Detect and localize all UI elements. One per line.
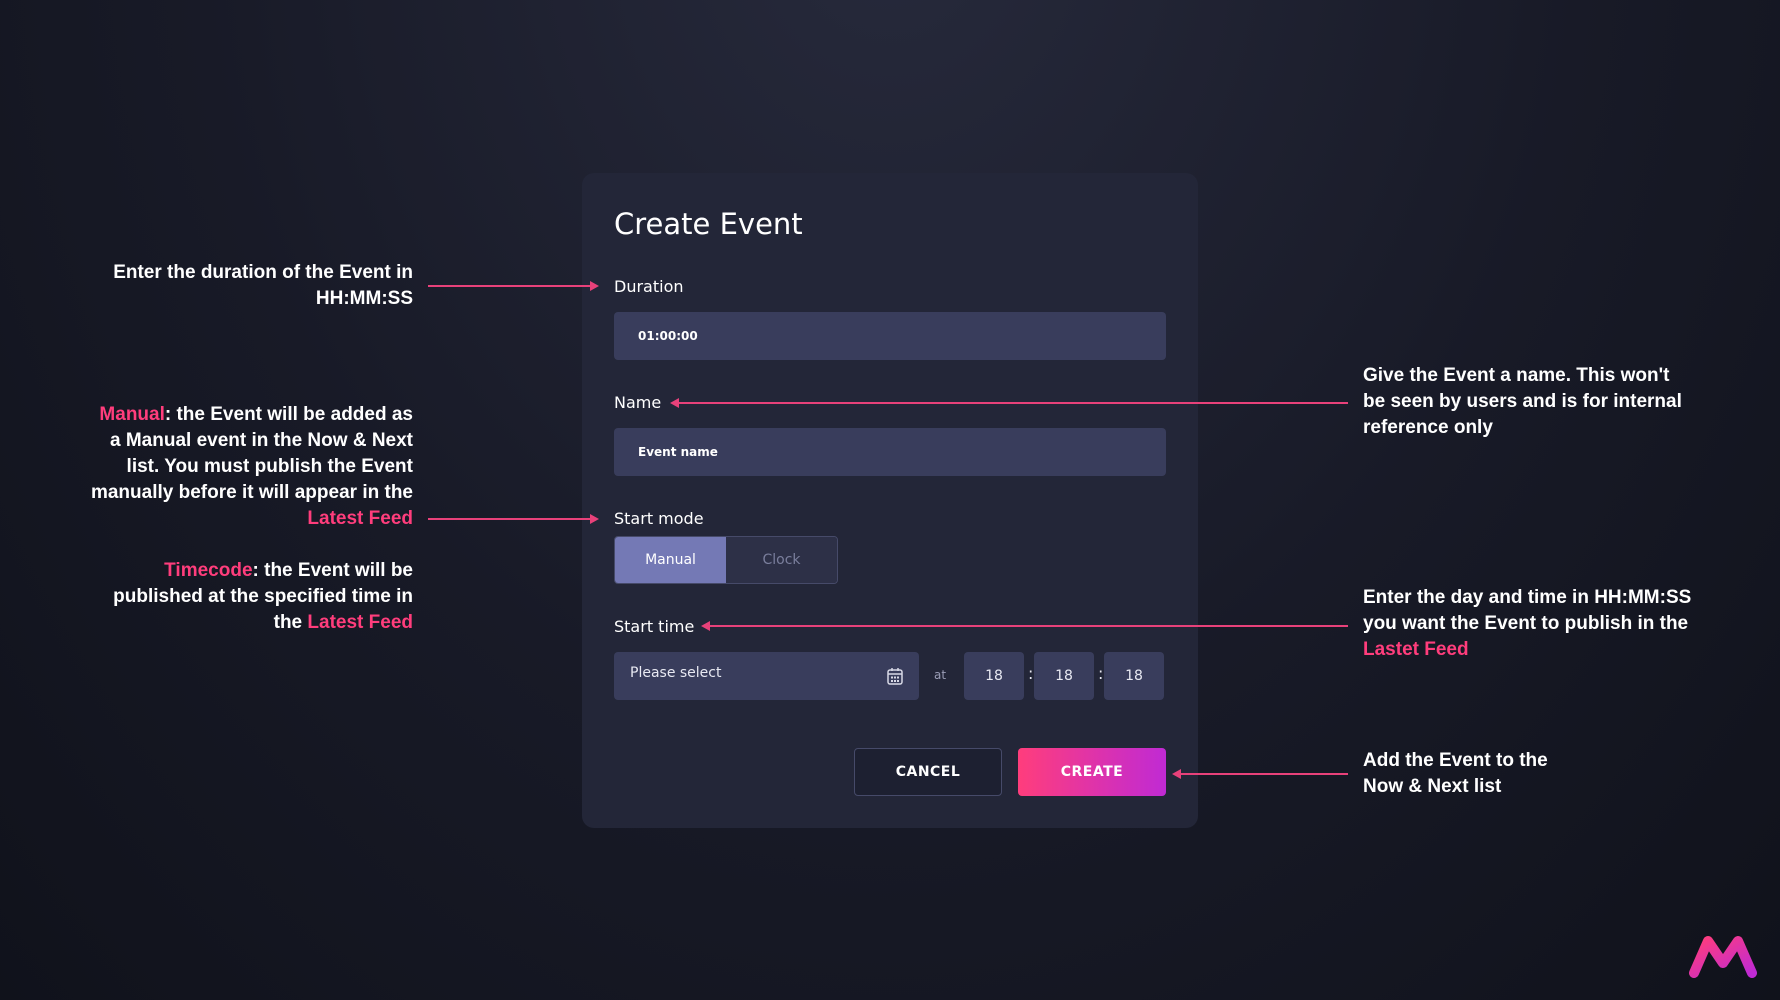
event-name-input[interactable]: Event name [614,428,1166,476]
start-time-label: Start time [614,617,695,636]
seconds-input[interactable]: 18 [1104,652,1164,700]
time-separator: : [1028,664,1034,683]
start-date-picker[interactable]: Please select [614,652,919,700]
minutes-input[interactable]: 18 [1034,652,1094,700]
duration-label: Duration [614,277,684,296]
arrow-head [590,514,599,524]
manual-description: : the Event will be added as a Manual ev… [90,404,413,503]
latest-feed-link: Latest Feed [307,612,413,633]
timecode-annotation: Timecode: the Event will be published at… [90,558,413,636]
start-mode-arrow [428,518,590,520]
start-time-annotation: Enter the day and time in HH:MM:SS you w… [1363,585,1703,663]
arrow-head [1172,769,1181,779]
duration-input[interactable]: 01:00:00 [614,312,1166,360]
duration-arrow [428,285,590,287]
name-arrow [678,402,1348,404]
arrow-head [670,398,679,408]
start-mode-manual-option[interactable]: Manual [615,537,726,583]
cancel-button[interactable]: CANCEL [854,748,1002,796]
start-mode-label: Start mode [614,509,704,528]
manual-term: Manual [99,404,165,425]
lastet-feed-link: Lastet Feed [1363,639,1469,660]
name-annotation: Give the Event a name. This won't be see… [1363,365,1682,438]
start-time-description: Enter the day and time in HH:MM:SS you w… [1363,587,1692,634]
timecode-term: Timecode [164,560,253,581]
create-button[interactable]: CREATE [1018,748,1166,796]
latest-feed-link: Latest Feed [307,508,413,529]
manual-annotation: Manual: the Event will be added as a Man… [90,402,413,532]
brand-logo [1689,936,1757,978]
time-separator: : [1098,664,1104,683]
duration-annotation: Enter the duration of the Event in HH:MM… [113,262,413,309]
start-mode-clock-option[interactable]: Clock [726,537,837,583]
create-annotation: Add the Event to the Now & Next list [1363,750,1548,797]
calendar-icon[interactable] [887,667,903,685]
modal-title: Create Event [614,207,803,241]
create-arrow [1181,773,1348,775]
timecode-description: : the Event will be published at the spe… [113,560,413,633]
date-placeholder: Please select [630,665,722,681]
arrow-head [590,281,599,291]
name-label: Name [614,393,662,412]
start-time-arrow [710,625,1348,627]
hours-input[interactable]: 18 [964,652,1024,700]
arrow-head [701,621,710,631]
start-mode-toggle: Manual Clock [614,536,838,584]
at-label: at [934,668,947,682]
create-event-modal: Create Event Duration 01:00:00 Name Even… [582,173,1198,828]
